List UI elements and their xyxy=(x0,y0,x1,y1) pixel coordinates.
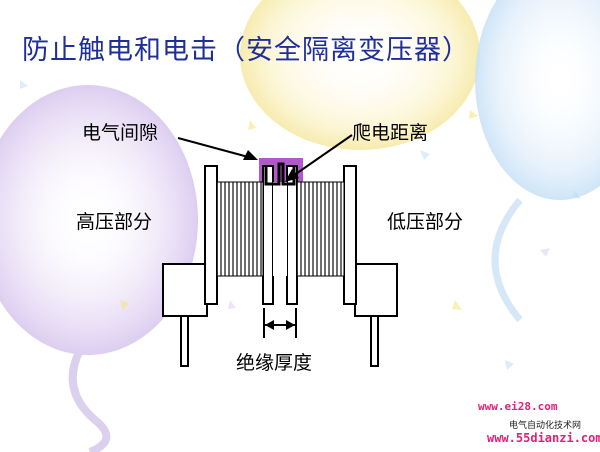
low-voltage-label: 低压部分 xyxy=(387,211,464,233)
watermark-site-2: www.55dianzi.com xyxy=(487,431,600,445)
watermark-site-name: 电气自动化技术网 xyxy=(509,421,582,431)
air-gap-label: 电气间隙 xyxy=(82,122,159,144)
low-voltage-terminal-block xyxy=(354,263,398,317)
creepage-label: 爬电距离 xyxy=(352,122,429,144)
right-inner-flange xyxy=(286,165,298,305)
left-inner-flange xyxy=(262,165,274,305)
air-gap-leader xyxy=(177,137,253,159)
right-outer-flange xyxy=(343,165,357,305)
insulation-barrier xyxy=(273,182,287,276)
high-voltage-label: 高压部分 xyxy=(76,211,153,233)
creepage-arrowhead xyxy=(285,169,299,182)
dim-arrow-right xyxy=(286,320,295,330)
high-voltage-pin xyxy=(180,315,189,367)
left-outer-flange xyxy=(204,165,218,305)
balloon-string xyxy=(491,197,523,323)
low-voltage-pin xyxy=(370,315,379,367)
watermark-site-1: www.ei28.com xyxy=(478,400,558,413)
high-voltage-terminal-block xyxy=(162,263,208,317)
creepage-leader xyxy=(289,134,353,179)
confetti xyxy=(20,80,581,370)
balloon-blue xyxy=(475,0,600,200)
balloon-string xyxy=(68,348,111,452)
balloon-yellow xyxy=(240,0,480,150)
creepage-path xyxy=(264,162,296,186)
slide-title: 防止触电和电击（安全隔离变压器） xyxy=(22,35,470,66)
secondary-winding xyxy=(296,181,345,277)
air-gap-arrowhead xyxy=(243,150,258,160)
dim-arrow-left xyxy=(265,320,274,330)
insulation-thickness-label: 绝缘厚度 xyxy=(236,352,313,374)
balloon-purple xyxy=(0,85,198,355)
primary-winding xyxy=(216,181,264,277)
